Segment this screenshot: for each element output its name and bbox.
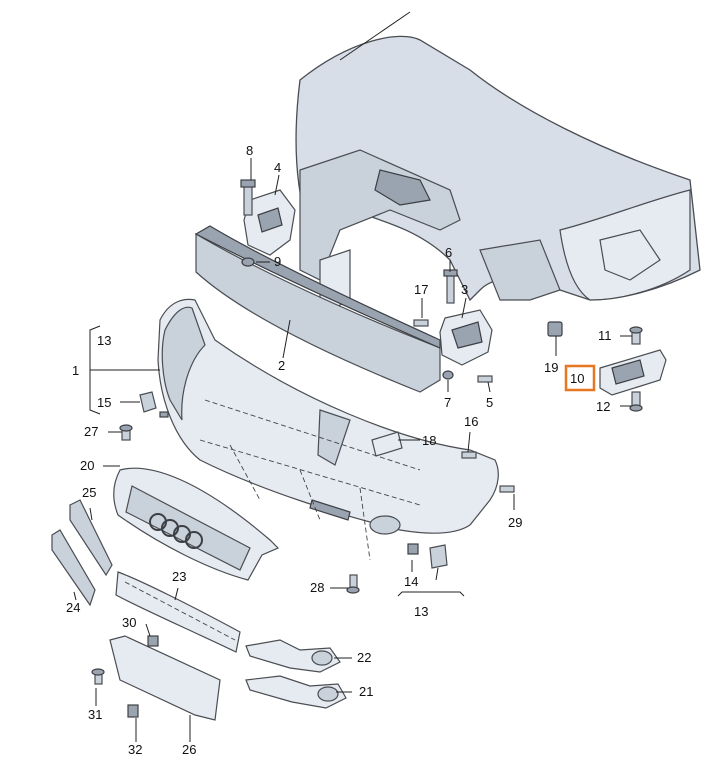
licence-plate-holder <box>91 635 221 721</box>
highlight-box <box>564 364 596 392</box>
callout-18: 18 <box>422 433 436 448</box>
callout-31: 31 <box>88 707 102 722</box>
callout-11: 11 <box>598 328 612 343</box>
callout-21: 21 <box>359 684 373 699</box>
callout-25: 25 <box>82 485 96 500</box>
side-trims <box>51 499 113 607</box>
callout-13-lower: 13 <box>414 604 428 619</box>
callout-28: 28 <box>310 580 324 595</box>
callout-24: 24 <box>66 600 80 615</box>
callout-20: 20 <box>80 458 94 473</box>
bumper-cover <box>157 298 499 561</box>
callout-15: 15 <box>97 395 111 410</box>
callout-13-upper: 13 <box>97 333 111 348</box>
callout-27: 27 <box>84 424 98 439</box>
callout-6: 6 <box>445 245 452 260</box>
callout-12: 12 <box>596 399 610 414</box>
callout-22: 22 <box>357 650 371 665</box>
callout-9: 9 <box>274 254 281 269</box>
callout-29: 29 <box>508 515 522 530</box>
callout-16: 16 <box>464 414 478 429</box>
radiator-grille <box>113 467 280 581</box>
fog-lamp-covers <box>245 639 347 709</box>
callout-30: 30 <box>122 615 136 630</box>
callout-17: 17 <box>414 282 428 297</box>
callout-23: 23 <box>172 569 186 584</box>
brand-rings <box>149 513 203 549</box>
body-front-structure <box>295 11 701 311</box>
callout-19: 19 <box>544 360 558 375</box>
callout-26: 26 <box>182 742 196 757</box>
callout-10: 10 <box>570 371 584 386</box>
bumper-small-parts <box>119 391 515 594</box>
lower-grille <box>115 571 241 653</box>
callout-7: 7 <box>444 395 451 410</box>
callout-4: 4 <box>274 160 281 175</box>
callout-labels: 8 4 9 6 3 17 7 5 19 10 11 12 2 1 13 15 2… <box>66 143 612 757</box>
leader-lines <box>73 158 632 742</box>
impact-bar <box>194 225 441 393</box>
callout-8: 8 <box>246 143 253 158</box>
callout-3: 3 <box>461 282 468 297</box>
callout-1: 1 <box>72 363 79 378</box>
callout-32: 32 <box>128 742 142 757</box>
callout-5: 5 <box>486 395 493 410</box>
callout-2: 2 <box>278 358 285 373</box>
side-guide-parts <box>547 321 667 412</box>
callout-14: 14 <box>404 574 418 589</box>
bracket-left <box>240 179 296 267</box>
bracket-right <box>413 269 493 383</box>
